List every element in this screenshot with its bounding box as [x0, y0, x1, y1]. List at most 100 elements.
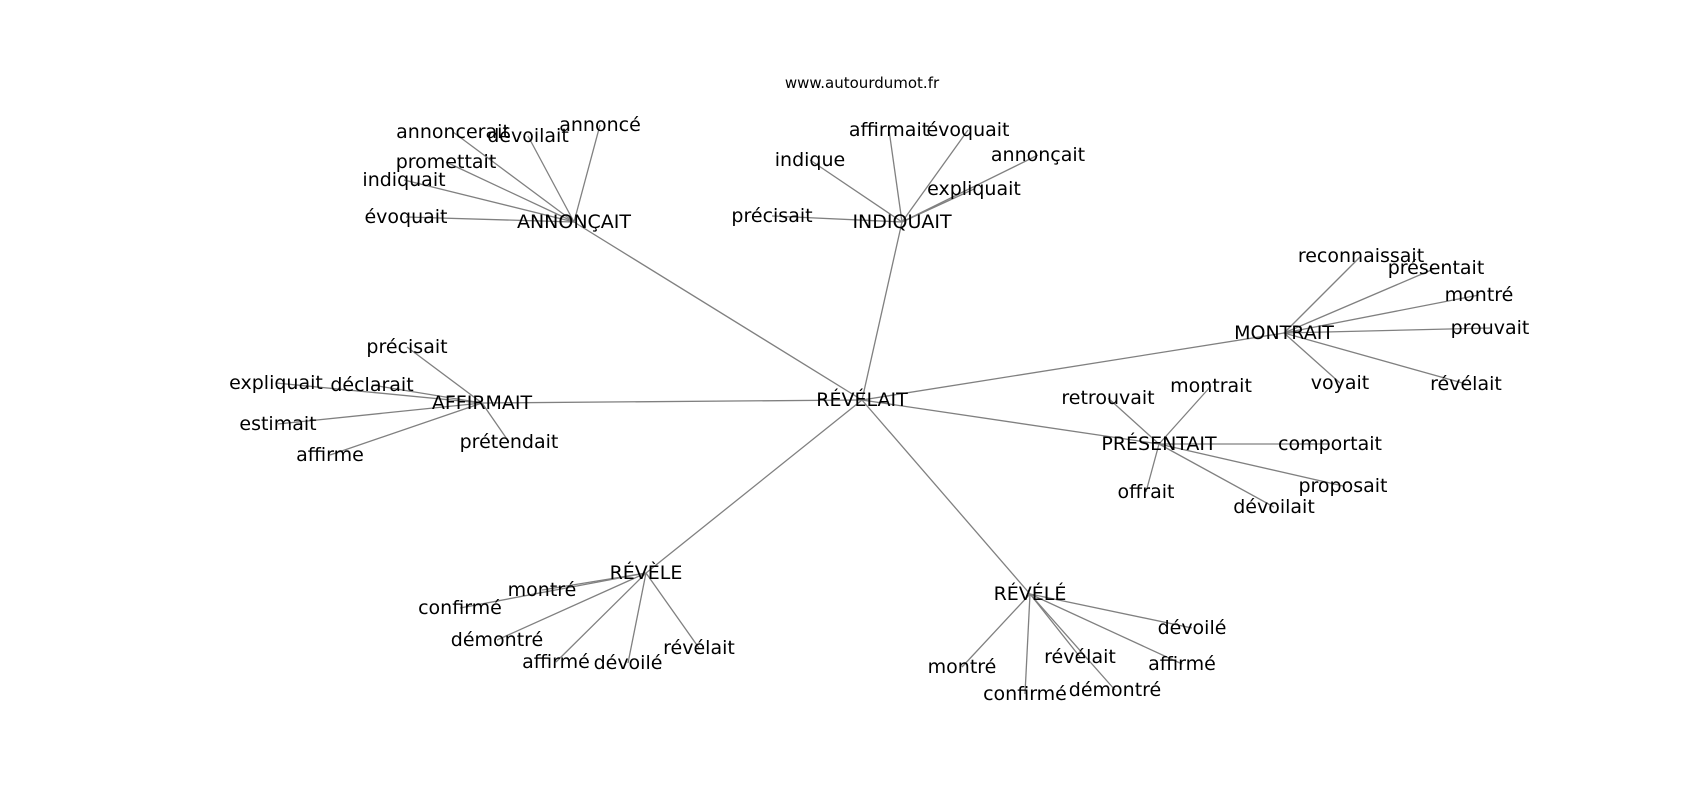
edge-hub-word	[445, 161, 575, 223]
word-node-label: confirmé	[418, 597, 502, 619]
graph-labels: RÉVÉLAITANNONÇAITannonceraitdévoilaitann…	[229, 114, 1529, 705]
word-node-label: révélait	[663, 637, 735, 659]
hub-node-label: INDIQUAIT	[852, 211, 952, 233]
word-node-label: expliquait	[229, 372, 323, 394]
edge-center-hub	[645, 399, 863, 574]
edge-center-hub	[573, 221, 863, 401]
edge-hub-word	[888, 129, 903, 223]
word-node-label: promettait	[396, 151, 497, 173]
edge-hub-word	[627, 572, 647, 664]
word-node-label: proposait	[1298, 475, 1387, 497]
word-node-label: confirmé	[983, 683, 1067, 705]
edge-hub-word	[406, 346, 483, 404]
edge-hub-word	[1283, 332, 1341, 384]
hub-node-label: PRÉSENTAIT	[1101, 432, 1217, 455]
word-node-label: évoquait	[926, 119, 1009, 141]
center-node-label: RÉVÉLAIT	[816, 388, 908, 411]
edge-hub-word	[573, 124, 601, 223]
edge-hub-word	[1029, 593, 1183, 665]
word-node-label: affirmait	[849, 119, 929, 141]
edge-hub-word	[1158, 443, 1344, 487]
edge-hub-word	[1283, 267, 1437, 334]
edge-center-hub	[861, 332, 1285, 401]
edge-hub-word	[405, 216, 575, 223]
word-node-label: affirme	[296, 444, 364, 466]
word-node-label: voyait	[1311, 372, 1369, 394]
word-node-label: précisait	[366, 336, 447, 358]
hub-node-label: ANNONÇAIT	[517, 211, 631, 233]
edge-center-hub	[481, 399, 863, 404]
edge-hub-word	[1029, 593, 1193, 629]
graph-edges	[275, 124, 1491, 695]
edge-hub-word	[809, 159, 903, 223]
word-node-label: prouvait	[1451, 317, 1530, 339]
edge-hub-word	[496, 572, 647, 641]
word-node-label: démontré	[451, 629, 543, 651]
word-node-label: évoquait	[364, 206, 447, 228]
word-node-label: annonçait	[991, 144, 1085, 166]
word-node-label: indiquait	[362, 169, 445, 191]
word-node-label: retrouvait	[1061, 387, 1154, 409]
word-node-label: démontré	[1069, 679, 1161, 701]
word-node-label: expliquait	[927, 178, 1021, 200]
hub-node-label: RÉVÉLÉ	[994, 582, 1067, 605]
edge-hub-word	[901, 129, 969, 223]
word-node-label: dévoilé	[594, 652, 663, 674]
word-node-label: annoncé	[559, 114, 641, 136]
word-node-label: affirmé	[1148, 653, 1216, 675]
edge-hub-word	[961, 593, 1031, 668]
edge-hub-word	[403, 179, 575, 223]
hub-node-label: AFFIRMAIT	[432, 392, 533, 414]
edge-hub-word	[1024, 593, 1031, 695]
edge-hub-word	[275, 382, 483, 404]
edge-hub-word	[1283, 255, 1362, 334]
word-node-label: présentait	[1388, 257, 1485, 279]
edge-hub-word	[901, 154, 1039, 223]
word-node-label: offrait	[1118, 481, 1175, 503]
edge-center-hub	[861, 221, 903, 401]
edge-hub-word	[1029, 593, 1116, 691]
word-node-label: montré	[1445, 284, 1514, 306]
edge-center-hub	[861, 399, 1160, 445]
edge-hub-word	[1029, 593, 1081, 658]
word-node-label: dévoilait	[487, 125, 569, 147]
edge-hub-word	[1145, 443, 1160, 493]
edge-hub-word	[1283, 294, 1480, 334]
edge-hub-word	[1158, 385, 1212, 445]
edge-hub-word	[555, 572, 647, 663]
word-node-label: reconnaissait	[1298, 245, 1424, 267]
word-node-label: indique	[775, 149, 845, 171]
edge-hub-word	[1158, 443, 1275, 508]
word-node-label: révélait	[1430, 373, 1502, 395]
word-node-label: estimait	[239, 413, 316, 435]
word-node-label: comportait	[1278, 433, 1382, 455]
edge-hub-word	[901, 188, 975, 223]
word-node-label: montrait	[1170, 375, 1252, 397]
edge-hub-word	[1283, 327, 1491, 334]
word-node-label: montré	[928, 656, 997, 678]
edge-hub-word	[1107, 397, 1160, 445]
edge-hub-word	[277, 402, 483, 425]
word-node-label: déclarait	[330, 374, 413, 396]
edge-hub-word	[459, 572, 647, 609]
site-url: www.autourdumot.fr	[785, 74, 940, 92]
edge-hub-word	[329, 402, 483, 456]
hub-node-label: MONTRAIT	[1234, 322, 1334, 344]
word-node-label: précisait	[731, 205, 812, 227]
edge-hub-word	[371, 384, 483, 404]
word-node-label: affirmé	[522, 651, 590, 673]
word-node-label: annoncerait	[396, 121, 510, 143]
word-node-label: montré	[508, 579, 577, 601]
edge-hub-word	[527, 135, 575, 223]
hub-node-label: RÉVÈLE	[610, 561, 683, 584]
word-node-label: révélait	[1044, 646, 1116, 668]
edge-hub-word	[452, 131, 575, 223]
edge-hub-word	[1283, 332, 1467, 385]
edge-hub-word	[645, 572, 700, 649]
edge-center-hub	[861, 399, 1031, 595]
edge-hub-word	[481, 402, 510, 443]
edge-hub-word	[771, 215, 903, 223]
word-node-label: dévoilé	[1158, 617, 1227, 639]
word-node-label: prétendait	[460, 431, 559, 453]
